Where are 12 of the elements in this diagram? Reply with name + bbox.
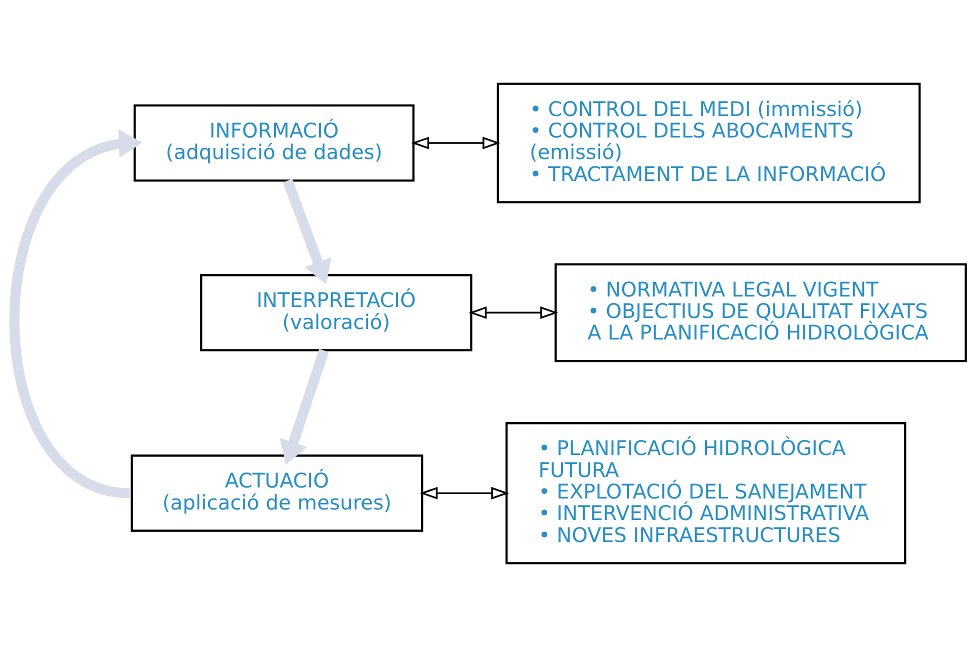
node-box: INTERPRETACIÓ (valoració) [200, 274, 472, 352]
arrow [411, 136, 500, 150]
node-box: • NORMATIVA LEGAL VIGENT • OBJECTIUS DE QUALITAT FIXATS A LA PLANIFICACIÓ HIDROLÒGICA [554, 263, 967, 362]
node-box: ACTUACIÓ (aplicació de mesures) [130, 454, 424, 532]
arrow [420, 486, 510, 500]
node-box: • PLANIFICACIÓ HIDROLÒGICA FUTURA • EXPLOTACIÓ DEL SANEJAMENT • INTERVENCIÓ ADMINISTRATIVA • NOVES INFRAESTRUCTURES [506, 422, 906, 564]
arrow [468, 306, 558, 319]
node-box: INFORMACIÓ (adquisició de dades) [134, 104, 415, 182]
arrow [9, 129, 142, 498]
arrow [282, 178, 332, 284]
arrow [280, 348, 329, 465]
node-box: • CONTROL DEL MEDI (immissió) • CONTROL DELS ABOCAMENTS (emissió) • TRACTAMENT DE LA INFORMACIÓ [496, 82, 921, 204]
